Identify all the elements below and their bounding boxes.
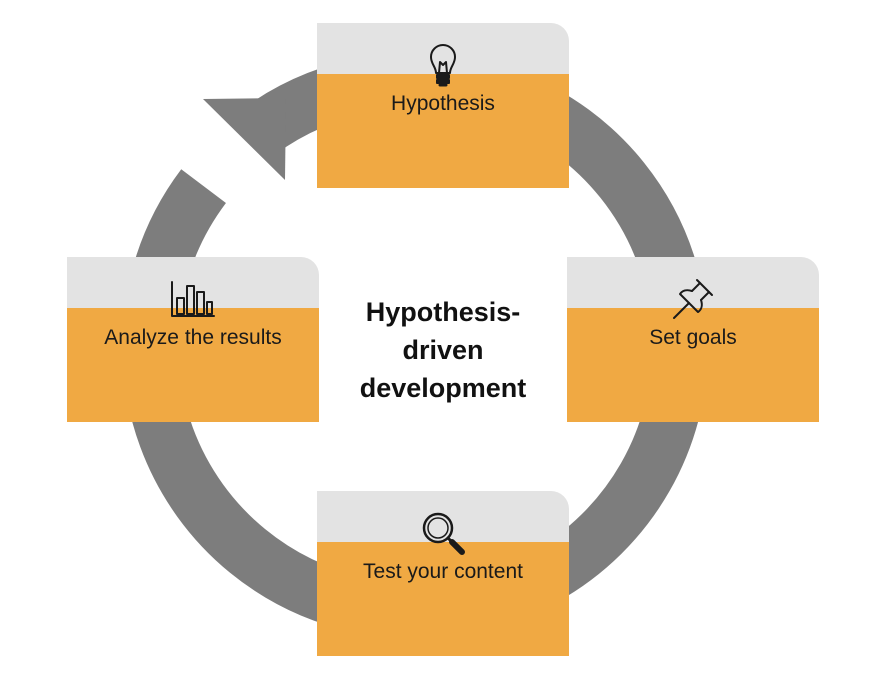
bar-chart-icon [171, 281, 215, 317]
step-label: Set goals [649, 326, 737, 349]
pushpin-icon [673, 279, 713, 319]
card-body [567, 308, 819, 422]
card-body [317, 542, 569, 656]
step-card-hypothesis: Hypothesis [317, 23, 569, 188]
step-card-analyze-results: Analyze the results [67, 257, 319, 422]
magnifying-glass-icon [422, 512, 465, 555]
step-card-set-goals: Set goals [567, 257, 819, 422]
step-label: Test your content [363, 560, 523, 583]
step-label: Analyze the results [104, 326, 282, 349]
cycle-arrowhead [203, 98, 286, 180]
card-tab [317, 23, 569, 77]
title-line: driven [402, 335, 484, 365]
card-body [67, 308, 319, 422]
card-body [317, 74, 569, 188]
card-tab [567, 257, 819, 311]
lightbulb-icon [430, 44, 456, 87]
title-line: Hypothesis- [365, 297, 521, 327]
title-line: development [359, 373, 527, 403]
step-card-test-content: Test your content [317, 491, 569, 656]
diagram-title: Hypothesis- driven development [320, 293, 566, 407]
step-label: Hypothesis [391, 92, 495, 115]
